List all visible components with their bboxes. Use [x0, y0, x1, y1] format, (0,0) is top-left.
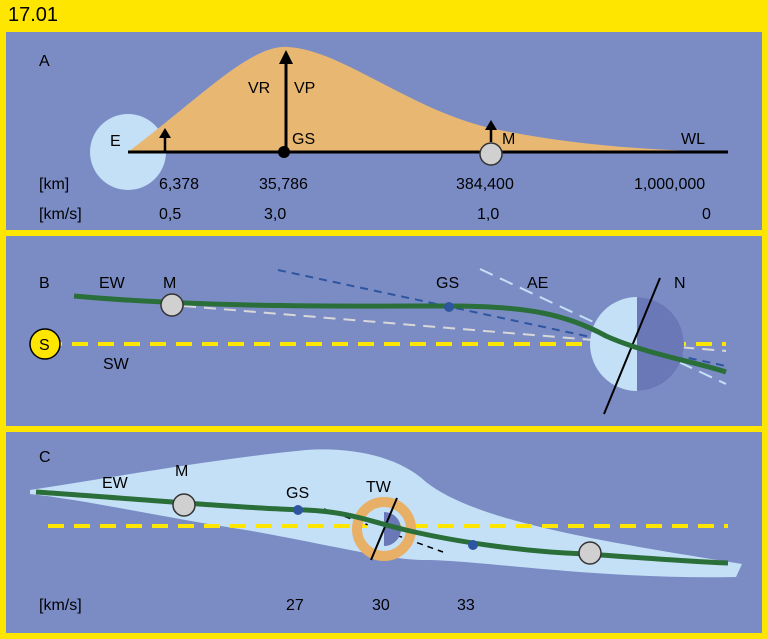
km-value-4: 1,000,000 [634, 176, 705, 193]
ew-label: EW [102, 475, 129, 492]
light-gray-dashed-line [183, 305, 727, 352]
moon-label: M [175, 463, 188, 480]
panel-b: B EW M GS AE N S SW [6, 236, 762, 426]
km-value-3: 384,400 [456, 176, 514, 193]
moon-icon [479, 142, 503, 166]
gs-label: GS [286, 485, 309, 502]
panel-a: A E VR VP GS M WL [km] 6,378 35,786 384,… [6, 32, 762, 230]
figure-number: 17.01 [8, 4, 59, 26]
moon-velocity-arrowhead [485, 120, 497, 130]
panel-a-diagram: A E VR VP GS M WL [km] 6,378 35,786 384,… [39, 46, 728, 223]
ae-label: AE [527, 275, 548, 292]
vr-label: VR [248, 80, 270, 97]
wl-label: WL [681, 131, 705, 148]
tw-label: TW [366, 479, 392, 496]
gs-point [444, 302, 454, 312]
gs-velocity-arrowhead [279, 50, 293, 64]
earth-track [73, 293, 727, 375]
km-unit-label: [km] [39, 176, 69, 193]
moon-icon [160, 293, 184, 317]
kms-unit-label: [km/s] [39, 206, 82, 223]
sun-icon [29, 328, 61, 360]
panel-c-diagram: C EW M GS TW [km/s] 27 30 33 [30, 449, 742, 614]
kms-value-2: 3,0 [264, 206, 286, 223]
gs-point-right [468, 540, 478, 550]
tw-planet-axis [370, 497, 398, 561]
n-label: N [674, 275, 686, 292]
panel-b-diagram: B EW M GS AE N S SW [29, 268, 727, 415]
kms-value-3: 1,0 [477, 206, 499, 223]
gs-label: GS [436, 275, 459, 292]
planet-night-side [637, 297, 684, 391]
panel-c: C EW M GS TW [km/s] 27 30 33 [6, 432, 762, 633]
vp-label: VP [294, 80, 315, 97]
earth-label: E [110, 133, 121, 150]
gs-point-left [293, 505, 303, 515]
orbit-profile-area [128, 46, 728, 152]
sw-label: SW [103, 356, 130, 373]
moon-icon-right [578, 541, 602, 565]
kms-value-3: 33 [457, 597, 475, 614]
moon-label: M [502, 131, 515, 148]
moon-label: M [163, 275, 176, 292]
panel-a-letter: A [39, 53, 50, 70]
kms-value-4: 0 [702, 206, 711, 223]
ew-label: EW [99, 275, 126, 292]
km-value-1: 6,378 [159, 176, 199, 193]
moon-icon-left [172, 493, 196, 517]
sun-label: S [39, 337, 50, 354]
gs-point [278, 146, 290, 158]
kms-value-2: 30 [372, 597, 390, 614]
leo-velocity-arrowhead [159, 128, 171, 138]
gs-label: GS [292, 131, 315, 148]
panel-b-letter: B [39, 275, 50, 292]
kms-value-1: 0,5 [159, 206, 181, 223]
km-value-2: 35,786 [259, 176, 308, 193]
kms-value-1: 27 [286, 597, 304, 614]
panel-c-letter: C [39, 449, 51, 466]
kms-unit-label: [km/s] [39, 597, 82, 614]
